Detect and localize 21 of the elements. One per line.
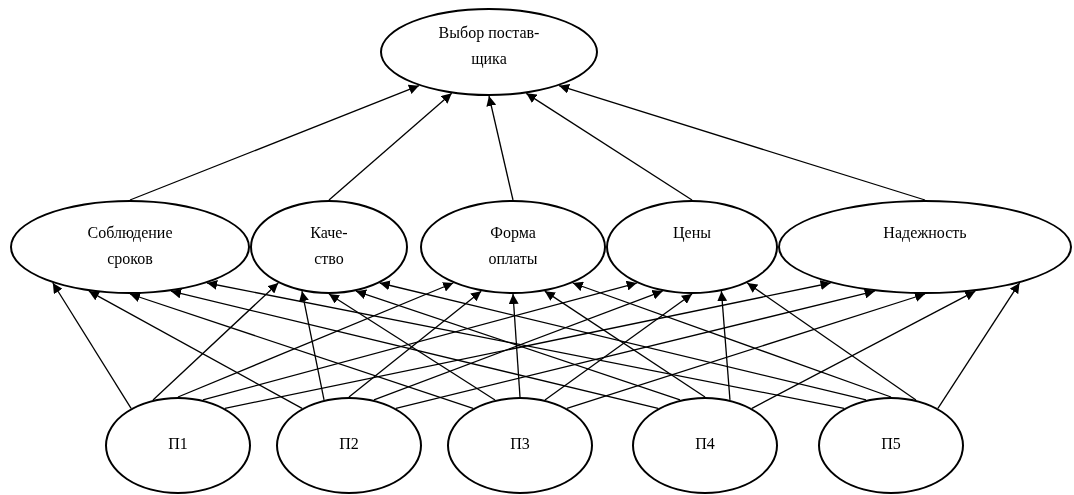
arrow [558,83,926,201]
arrow [177,282,454,398]
node-label: П2 [338,434,360,454]
node-label: Надежность [882,223,968,244]
node-label: П5 [880,434,902,454]
node-label: Форма оплаты [487,223,539,269]
arrow [52,282,132,409]
node-label: Каче- ство [309,223,349,269]
arrow [508,293,521,398]
node-label: П3 [509,434,531,454]
node-label: Цены [672,223,712,244]
arrow [566,292,926,409]
node-label: Соблюдение сроков [86,223,174,270]
arrow [129,292,474,409]
node-label: П4 [694,434,716,454]
node-label: Выбор постав- щика [437,23,541,70]
arrow [486,95,514,201]
arrow [937,282,1021,409]
node-label: П1 [167,434,189,454]
arrow [572,281,892,398]
arrow [129,84,420,201]
